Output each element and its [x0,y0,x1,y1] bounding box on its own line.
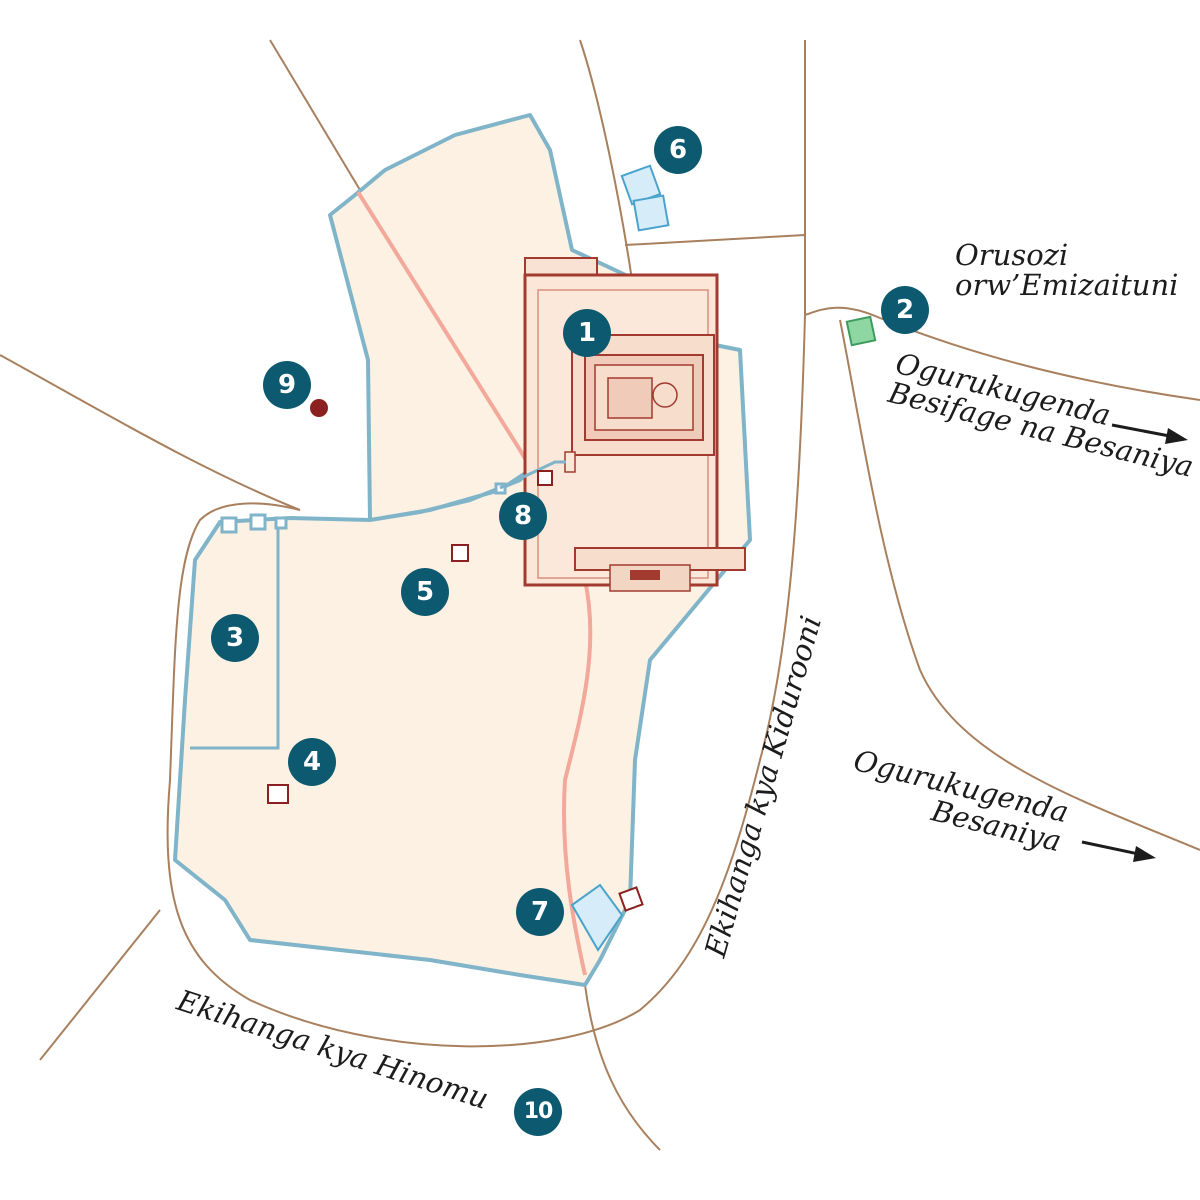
label-mount-olives: Orusozi orw’Emizaituni [955,240,1178,301]
road-northwest [269,39,361,191]
road-west [0,354,301,511]
road-southwest [39,909,161,1061]
marker-1[interactable]: 1 [563,309,611,357]
arrow-bethphage-head [1165,428,1188,444]
site-caiaphas [537,470,553,486]
arrow-bethany-head [1133,846,1156,862]
bridge [499,460,566,490]
site-herod-palace [267,784,289,804]
road-cross [624,234,806,246]
marker-9[interactable]: 9 [263,361,311,409]
site-siloam-building [618,886,644,912]
tower-3 [274,516,288,530]
site-sanhedrin [451,544,469,562]
pool-bethesda [620,164,670,232]
temple-gate [564,451,576,473]
site-golgotha [310,399,328,417]
marker-7[interactable]: 7 [516,888,564,936]
tower-1 [220,516,238,534]
pool-siloam [570,883,624,952]
marker-2[interactable]: 2 [881,286,929,334]
road-north [579,39,633,281]
arrows [1081,423,1188,862]
tower-2 [249,513,267,531]
label-mount-olives-line-1: Orusozi [955,238,1069,272]
sanctuary-apse [652,382,678,408]
temple-complex [523,257,746,592]
marker-10[interactable]: 10 [514,1088,562,1136]
marker-5[interactable]: 5 [401,568,449,616]
southern-stair-hatch [630,570,660,580]
roads [0,39,1200,1151]
kidron-valley-path [166,314,806,1048]
gethsemane-garden [845,315,877,347]
pool-bethesda-south [632,194,670,232]
inner-wall [190,522,280,750]
road-south [584,984,661,1151]
label-mount-olives-line-2: orw’Emizaituni [955,268,1179,303]
marker-6[interactable]: 6 [654,126,702,174]
marker-4[interactable]: 4 [288,738,336,786]
marker-8[interactable]: 8 [499,492,547,540]
sanctuary-core [607,377,653,419]
road-mount-olives [804,306,1200,401]
marker-3[interactable]: 3 [211,614,259,662]
road-to-bethany [839,319,1200,851]
